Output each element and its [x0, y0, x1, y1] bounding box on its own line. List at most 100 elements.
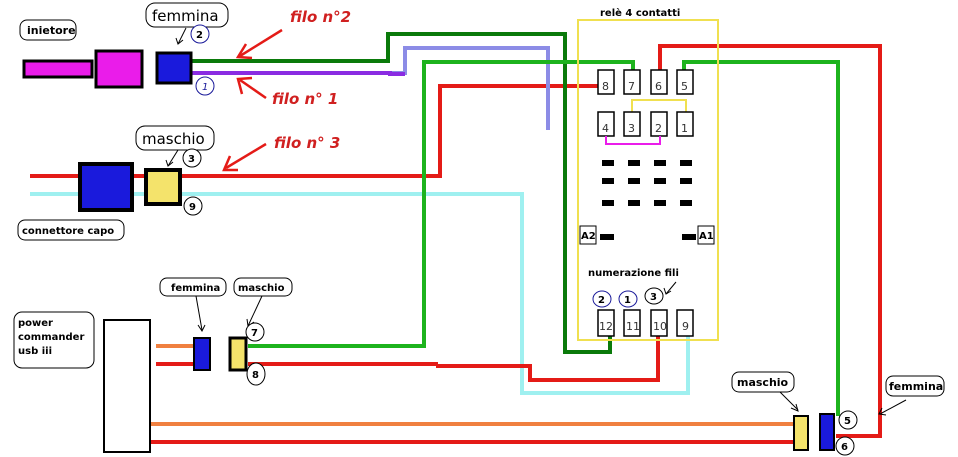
svg-text:6: 6: [841, 442, 848, 453]
injector-body: [22, 59, 94, 79]
relay-pin-label-2: 2: [655, 122, 662, 135]
relay-pin-label-3: 3: [628, 122, 635, 135]
svg-text:2: 2: [196, 30, 203, 41]
relay-bottom-pins: 12 11 10 9: [597, 309, 694, 337]
femmina-bottom-connector: [819, 413, 835, 451]
maschio-mid-connector: [144, 168, 182, 206]
pointer-arrows: [165, 27, 907, 416]
maschio-pc-label-box: [233, 277, 293, 297]
wire-cyan: [30, 192, 690, 395]
numerazione-fili-label: numerazione fili: [588, 268, 679, 279]
relay-pin-8: [597, 69, 615, 95]
relay-coil-a1-box: [697, 225, 715, 245]
relay-bridge-yellow: [631, 99, 687, 112]
arrow-filo3: [222, 142, 267, 172]
power-commander-line-1: power: [18, 318, 53, 329]
femmina-pc-connector: [193, 337, 211, 371]
connettore-capo: [78, 162, 134, 212]
injector-connector: [94, 49, 144, 89]
arrow-filo1: [236, 76, 267, 100]
relay-pin-label-8: 8: [602, 80, 609, 93]
relay-pin-label-4: 4: [602, 122, 609, 135]
relay-bridge-magenta: [605, 136, 661, 145]
relay-pin-label-1: 1: [681, 122, 688, 135]
circle-n1: 1: [618, 290, 638, 308]
maschio-bottom-connector: [793, 415, 809, 451]
svg-text:7: 7: [251, 328, 258, 339]
circle-n3: 3: [644, 287, 664, 305]
circle-8: 8: [246, 362, 266, 386]
relay-title: relè 4 contatti: [600, 7, 680, 19]
wire-green-pc: [248, 60, 635, 348]
power-commander-box: [103, 319, 151, 453]
wire-red-pin10: [436, 336, 660, 382]
relay-pin-5: [676, 69, 694, 95]
circle-6: 6: [835, 436, 855, 456]
maschio-pc-label: maschio: [238, 283, 285, 294]
circle-2-top: 2: [190, 24, 210, 44]
femmina-top-connector: [155, 51, 193, 85]
connettore-label: connettore capo: [22, 226, 114, 237]
maschio-bottom-label-box: [731, 371, 795, 393]
relay-contacts: [600, 160, 696, 240]
femmina-bottom-label: femmina: [889, 380, 943, 393]
relay-pin-label-9: 9: [682, 320, 689, 333]
femmina-top-label-box: [145, 2, 229, 28]
relay-pin-7: [623, 69, 641, 95]
relay-pin-label-7: 7: [628, 80, 635, 93]
relay-pin-6: [650, 69, 668, 95]
svg-text:2: 2: [598, 295, 605, 306]
femmina-top-label: femmina: [152, 7, 219, 25]
power-commander-line-3: usb iii: [18, 346, 52, 357]
relay-pin-label-6: 6: [655, 80, 662, 93]
femmina-bottom-label-box: [885, 375, 945, 397]
circle-3: 3: [182, 148, 202, 168]
svg-text:3: 3: [188, 154, 195, 165]
svg-text:3: 3: [650, 292, 657, 303]
svg-text:1: 1: [202, 82, 208, 93]
relay-pin-label-11: 11: [626, 320, 640, 333]
wire-red-pc: [248, 362, 438, 366]
iniettore-label-box: [19, 19, 77, 41]
relay-coil-a1-label: A1: [699, 231, 714, 242]
circle-5: 5: [838, 410, 858, 430]
wire-purple-filo1: [190, 71, 405, 76]
circle-9: 9: [183, 196, 203, 216]
svg-text:5: 5: [844, 416, 851, 427]
filo1-label: filo n° 1: [272, 90, 338, 108]
relay-outline: [577, 19, 719, 341]
wire-green-pin5: [682, 60, 840, 416]
relay-pin-10: [650, 309, 668, 337]
maschio-pc-connector: [228, 336, 248, 372]
relay-pin-11: [623, 309, 641, 337]
filo3-label: filo n° 3: [274, 134, 340, 152]
arrow-filo2: [235, 28, 283, 60]
maschio-mid-label: maschio: [142, 130, 205, 148]
relay-pin-12: [597, 309, 615, 337]
wire-red-filo3: [30, 84, 598, 178]
relay-coil-a2-label: A2: [581, 231, 596, 242]
relay-pin-label-5: 5: [681, 80, 688, 93]
wire-red-pin6: [658, 44, 882, 438]
relay-mid-pins: 4 3 2 1: [597, 111, 694, 137]
relay-pin-1: [676, 111, 694, 137]
filo2-label: filo n°2: [290, 8, 351, 26]
circle-n2: 2: [592, 290, 612, 308]
femmina-pc-label: femmina: [171, 283, 220, 294]
circle-1-top: 1: [195, 76, 215, 96]
wire-darkgreen-filo2: [190, 32, 612, 354]
maschio-bottom-label: maschio: [737, 376, 789, 389]
femmina-pc-label-box: [159, 277, 227, 297]
iniettore-label: inietore: [27, 24, 76, 37]
relay-pin-9: [676, 309, 694, 337]
svg-text:8: 8: [252, 370, 259, 381]
relay-pin-3: [623, 111, 641, 137]
relay-top-pins: 8 7 6 5: [597, 69, 694, 95]
maschio-mid-label-box: [135, 125, 215, 151]
power-commander-label-box: [13, 311, 95, 369]
relay-pin-label-10: 10: [653, 320, 667, 333]
svg-text:9: 9: [189, 202, 196, 213]
connettore-label-box: [17, 219, 125, 241]
relay-pin-label-12: 12: [599, 320, 613, 333]
